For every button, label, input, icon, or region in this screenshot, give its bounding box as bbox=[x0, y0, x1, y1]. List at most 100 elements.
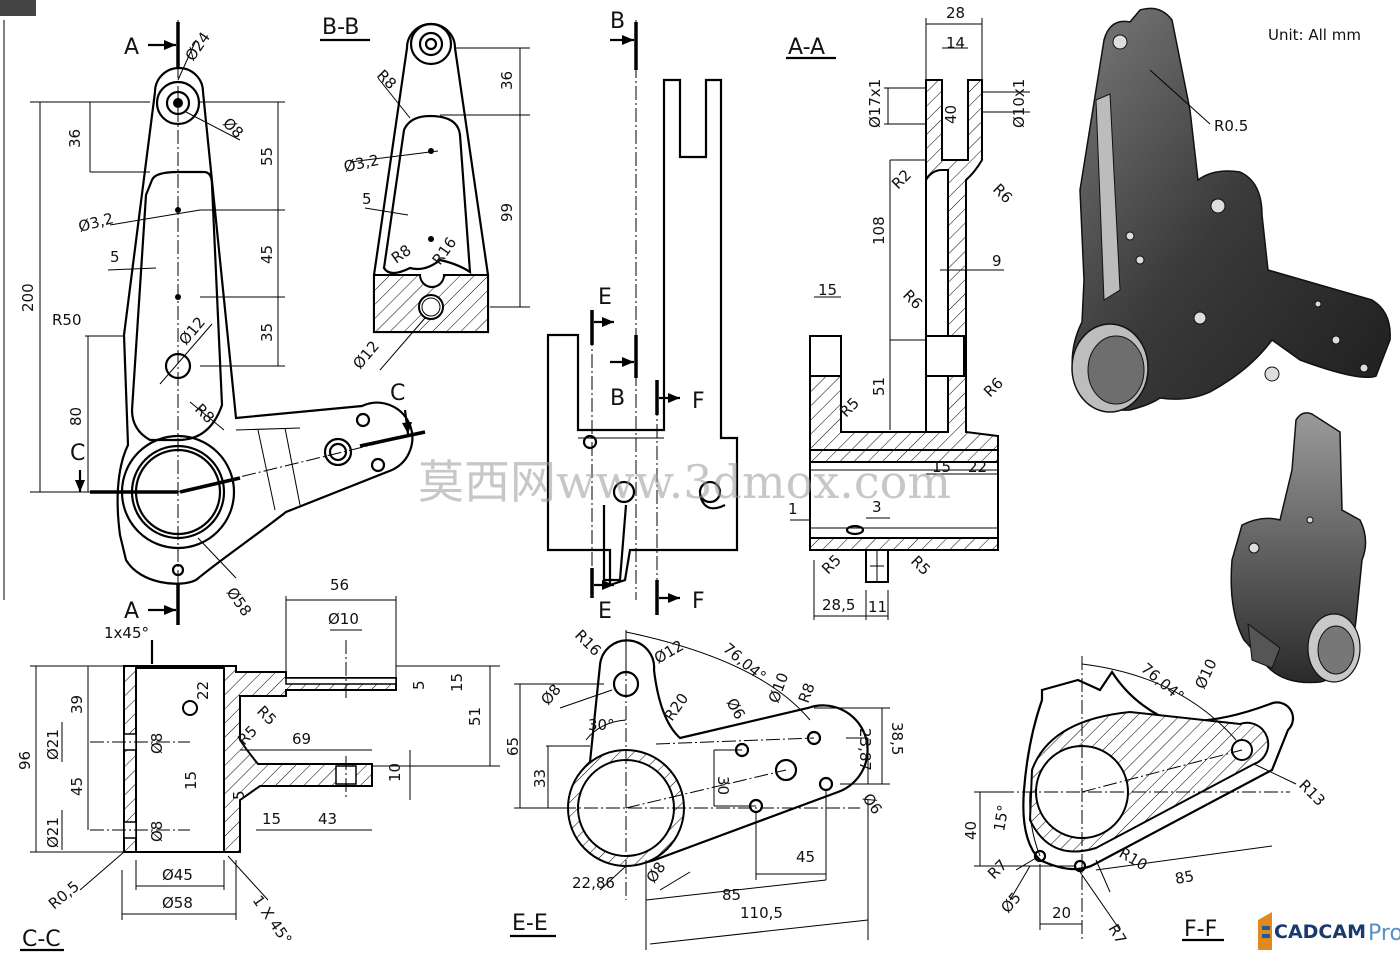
dim-aa-108: 108 bbox=[870, 216, 888, 245]
dim-ee-d6b: Ø6 bbox=[859, 790, 886, 818]
dim-bb-d12: Ø12 bbox=[349, 337, 383, 372]
dim-ff-r10: R10 bbox=[1116, 844, 1151, 874]
isometric-render-small bbox=[1230, 412, 1367, 684]
cut-label-a-top: A bbox=[124, 35, 139, 60]
dim-aa-r2: R2 bbox=[888, 166, 915, 193]
dim-aa-15b: 15 bbox=[932, 458, 951, 476]
dim-ee-38-5: 38,5 bbox=[888, 722, 906, 755]
dim-55: 55 bbox=[258, 147, 276, 166]
dim-ee-33: 33 bbox=[531, 769, 549, 788]
dim-bb-r8a: R8 bbox=[373, 66, 400, 93]
dim-aa-9: 9 bbox=[992, 252, 1002, 270]
dim-aa-51: 51 bbox=[870, 377, 888, 396]
dim-bb-d3-2: Ø3,2 bbox=[342, 151, 381, 176]
cut-label-e-top: E bbox=[598, 285, 612, 310]
dim-cc-d8b: Ø8 bbox=[148, 821, 166, 842]
cut-label-c-left: C bbox=[70, 441, 85, 466]
dim-80: 80 bbox=[67, 407, 85, 426]
dim-ee-30: 30 bbox=[714, 776, 732, 795]
dim-bb-36: 36 bbox=[498, 71, 516, 90]
dim-aa-28-5: 28,5 bbox=[822, 596, 855, 614]
dim-cc-56: 56 bbox=[330, 576, 349, 594]
dim-aa-r5c: R5 bbox=[907, 552, 934, 579]
main-front-view: A A C C bbox=[19, 20, 426, 625]
dim-d58: Ø58 bbox=[223, 584, 255, 620]
dim-ff-r13: R13 bbox=[1295, 776, 1329, 810]
dim-aa-r6c: R6 bbox=[980, 374, 1007, 401]
dim-ee-85: 85 bbox=[722, 886, 741, 904]
cut-label-f-bottom: F bbox=[692, 589, 705, 614]
dim-36: 36 bbox=[66, 129, 84, 148]
cut-label-b-mid: B bbox=[610, 386, 625, 411]
isometric-render-large: R0.5 bbox=[1071, 7, 1391, 413]
dim-ee-22-86: 22,86 bbox=[572, 874, 615, 892]
dim-ee-d12: Ø12 bbox=[651, 636, 687, 667]
dim-200: 200 bbox=[19, 283, 37, 312]
dim-cc-r0-5: R0,5 bbox=[45, 877, 83, 913]
dim-cc-d45: Ø45 bbox=[162, 866, 193, 884]
dim-ee-d8a: Ø8 bbox=[537, 681, 565, 709]
dim-ff-85: 85 bbox=[1174, 867, 1196, 888]
dim-aa-14: 14 bbox=[946, 34, 965, 52]
dim-aa-40: 40 bbox=[942, 105, 960, 124]
dim-ee-110-5: 110,5 bbox=[740, 904, 783, 922]
dim-ee-30deg: 30° bbox=[588, 716, 615, 734]
cut-label-e-bottom: E bbox=[598, 599, 612, 624]
dim-d12: Ø12 bbox=[175, 313, 209, 348]
dim-cc-5b: 5 bbox=[410, 680, 428, 690]
section-cc-view: C-C bbox=[16, 576, 500, 952]
dim-cc-51: 51 bbox=[466, 707, 484, 726]
cut-label-a-bottom: A bbox=[124, 599, 139, 624]
dim-aa-28: 28 bbox=[946, 4, 965, 22]
dim-ee-r16: R16 bbox=[571, 626, 605, 660]
dim-cc-15a: 15 bbox=[182, 771, 200, 790]
dim-r50: R50 bbox=[52, 311, 82, 329]
dim-cc-96: 96 bbox=[16, 751, 34, 770]
dim-ee-d6a: Ø6 bbox=[723, 695, 749, 722]
dim-cc-69: 69 bbox=[292, 730, 311, 748]
dim-cc-15: 15 bbox=[262, 810, 281, 828]
cut-label-b-top: B bbox=[610, 9, 625, 34]
dim-ff-76-04: 76,04° bbox=[1137, 659, 1187, 705]
dim-ff-d10: Ø10 bbox=[1191, 656, 1220, 692]
dim-bb-99: 99 bbox=[498, 203, 516, 222]
dim-5: 5 bbox=[110, 248, 120, 266]
dim-cc-d21a: Ø21 bbox=[44, 729, 62, 760]
side-view: B B E E F F bbox=[546, 9, 739, 624]
dim-aa-d17: Ø17x1 bbox=[866, 79, 884, 128]
cut-label-c-right: C bbox=[390, 381, 405, 406]
dim-aa-r5b: R5 bbox=[818, 551, 845, 578]
section-label-cc: C-C bbox=[22, 927, 61, 952]
dim-ff-r7b: R7 bbox=[1105, 921, 1131, 947]
dim-ff-d5: Ø5 bbox=[997, 889, 1025, 917]
dim-d24: Ø24 bbox=[182, 29, 214, 65]
dim-aa-1: 1 bbox=[788, 500, 798, 518]
dim-cc-d10: Ø10 bbox=[328, 610, 359, 628]
dim-ee-r8: R8 bbox=[795, 680, 819, 705]
dim-aa-r6b: R6 bbox=[899, 286, 926, 313]
section-label-bb: B-B bbox=[322, 15, 359, 40]
dim-35: 35 bbox=[258, 323, 276, 342]
section-label-ff: F-F bbox=[1184, 917, 1217, 942]
dim-ff-r7a: R7 bbox=[984, 856, 1011, 883]
dim-cc-chamfer-top: 1x45° bbox=[104, 624, 149, 642]
dim-ff-40: 40 bbox=[962, 821, 980, 840]
dim-cc-10: 10 bbox=[386, 763, 404, 782]
dim-cc-43: 43 bbox=[318, 810, 337, 828]
dim-cc-45: 45 bbox=[68, 777, 86, 796]
dim-aa-3: 3 bbox=[872, 498, 882, 516]
unit-note: Unit: All mm bbox=[1268, 26, 1361, 44]
cadcampro-logo: CADCAM Pro bbox=[1258, 912, 1400, 950]
dim-bb-r8b: R8 bbox=[388, 241, 415, 267]
dim-ee-d10: Ø10 bbox=[765, 670, 792, 705]
dim-aa-15: 15 bbox=[818, 281, 837, 299]
section-aa-view: A-A bbox=[786, 4, 1030, 620]
dim-d8: Ø8 bbox=[219, 114, 247, 142]
dim-d3-2: Ø3,2 bbox=[76, 209, 115, 236]
dim-cc-d21b: Ø21 bbox=[44, 817, 62, 848]
dim-cc-15b: 15 bbox=[448, 673, 466, 692]
dim-iso-r0-5: R0.5 bbox=[1214, 117, 1248, 135]
dim-bb-5: 5 bbox=[362, 190, 372, 208]
section-label-aa: A-A bbox=[788, 35, 825, 60]
dim-ee-23-87: 23,87 bbox=[856, 728, 874, 771]
